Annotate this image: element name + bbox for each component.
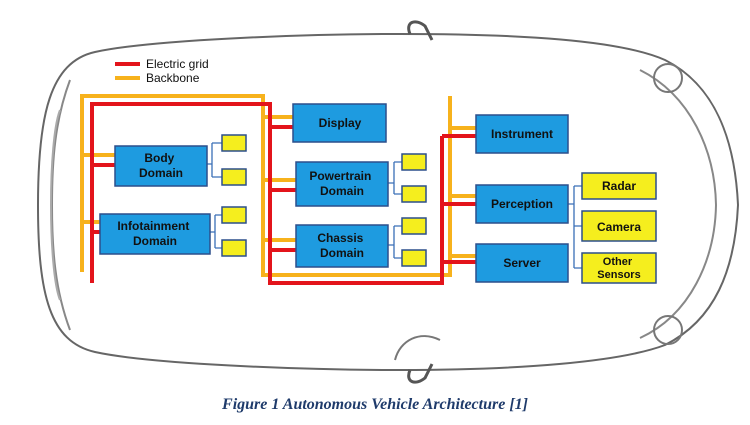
infotainment-domain-box bbox=[99, 213, 211, 255]
server-box bbox=[475, 243, 569, 283]
ecu-box bbox=[221, 239, 247, 257]
ecu-box bbox=[221, 134, 247, 152]
server-label: Server bbox=[503, 256, 541, 270]
radar-box bbox=[581, 172, 657, 200]
ecu-box bbox=[221, 206, 247, 224]
display-box bbox=[292, 103, 387, 143]
ecu-boxes bbox=[221, 134, 427, 267]
figure-caption: Figure 1 Autonomous Vehicle Architecture… bbox=[222, 396, 528, 413]
legend: Electric grid Backbone bbox=[115, 57, 209, 85]
chassis-domain-label: Chassis Domain bbox=[317, 231, 366, 260]
body-domain-box bbox=[114, 145, 208, 187]
display-label: Display bbox=[319, 116, 362, 130]
instrument-label: Instrument bbox=[491, 127, 553, 141]
powertrain-domain-label: Powertrain Domain bbox=[309, 169, 374, 198]
body-domain-label: Body Domain bbox=[139, 151, 183, 180]
ecu-box bbox=[401, 185, 427, 203]
car-outline bbox=[36, 20, 740, 384]
ecu-box bbox=[401, 249, 427, 267]
perception-box bbox=[475, 184, 569, 224]
sensor-boxes bbox=[581, 172, 657, 284]
backbone-lines bbox=[80, 94, 476, 277]
other-sensors-label: Other Sensors bbox=[597, 256, 640, 281]
chassis-domain-box bbox=[295, 224, 389, 268]
radar-label: Radar bbox=[602, 179, 636, 193]
camera-box bbox=[581, 210, 657, 242]
camera-label: Camera bbox=[597, 220, 641, 234]
ecu-box bbox=[221, 168, 247, 186]
perception-label: Perception bbox=[491, 197, 553, 211]
ecu-connectors bbox=[207, 142, 582, 269]
electric-grid-lines bbox=[90, 102, 476, 285]
legend-backbone-label: Backbone bbox=[146, 71, 200, 85]
other-sensors-box bbox=[581, 252, 657, 284]
instrument-box bbox=[475, 114, 569, 154]
ecu-box bbox=[401, 153, 427, 171]
infotainment-domain-label: Infotainment Domain bbox=[117, 219, 192, 248]
legend-electric-grid-label: Electric grid bbox=[146, 57, 209, 71]
box-labels: Body Domain Infotainment Domain Display … bbox=[117, 116, 641, 281]
ecu-box bbox=[401, 217, 427, 235]
powertrain-domain-box bbox=[295, 161, 389, 207]
domain-boxes bbox=[99, 103, 569, 283]
